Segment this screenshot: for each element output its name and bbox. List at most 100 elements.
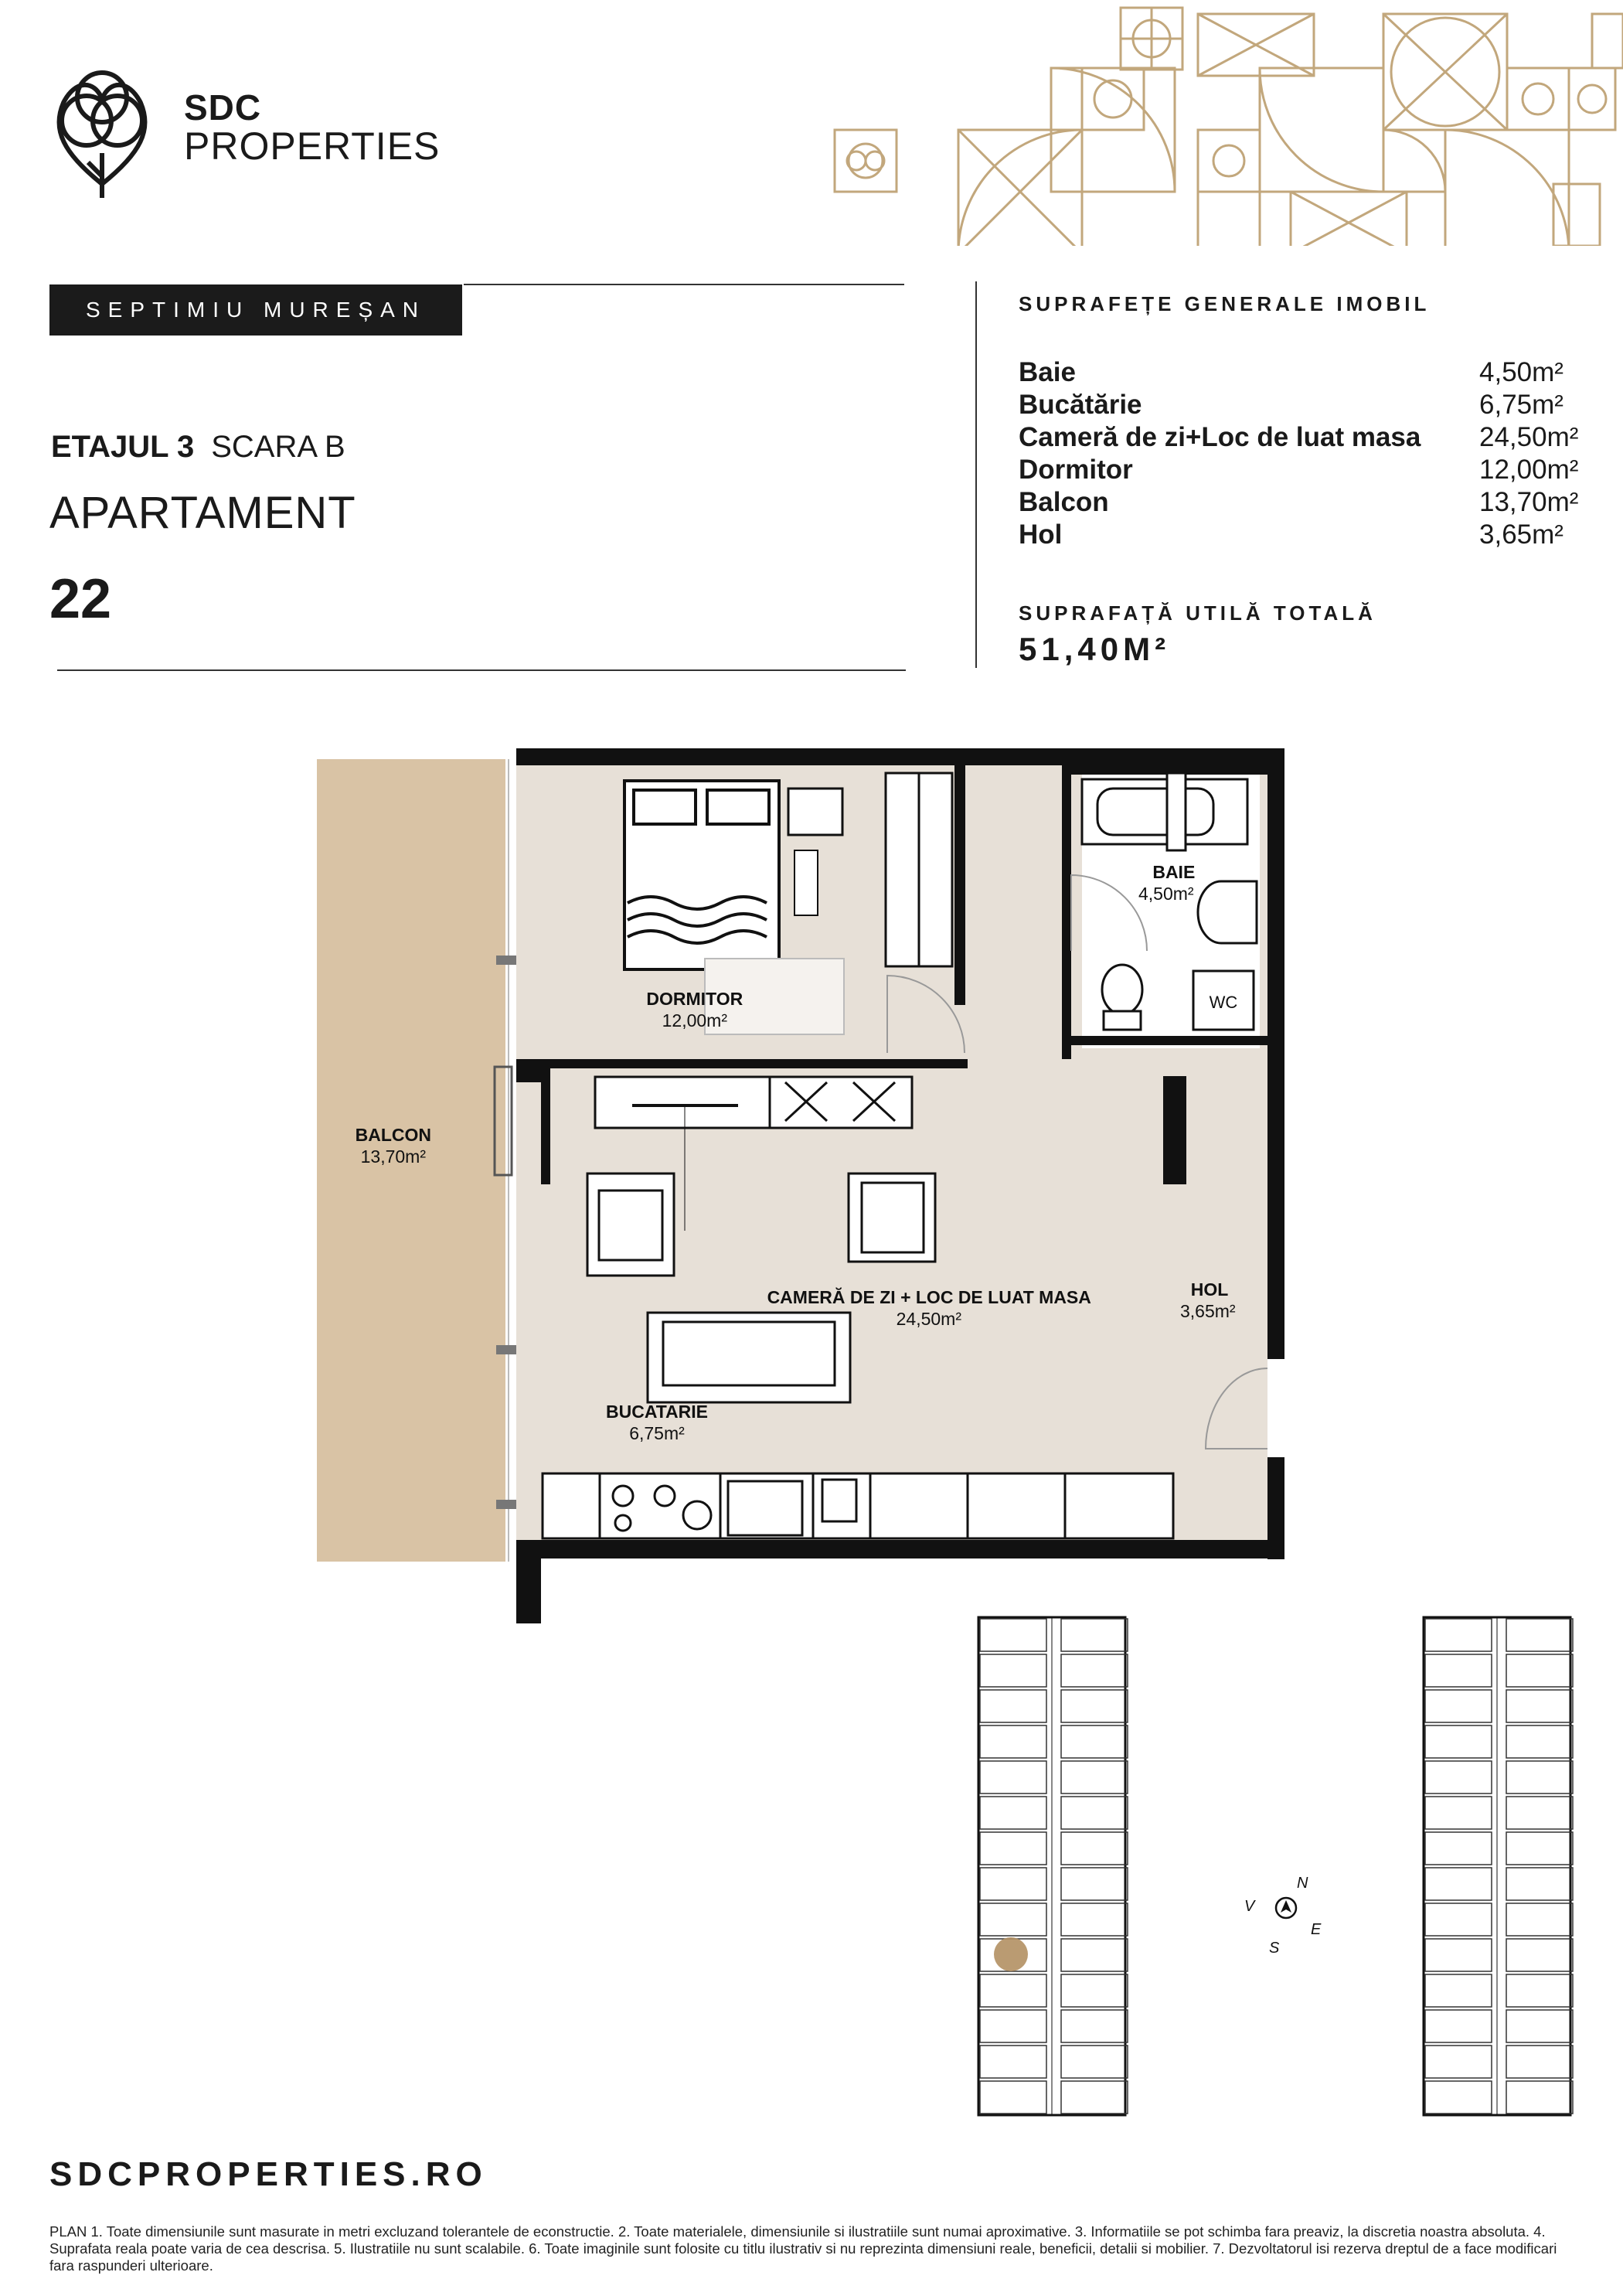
key-plan: N V E S bbox=[977, 1616, 1574, 2117]
key-plan-unit bbox=[979, 1867, 1047, 1901]
area-value: 13,70m² bbox=[1479, 487, 1579, 517]
key-plan-unit bbox=[1506, 1974, 1574, 2008]
key-plan-unit bbox=[979, 1903, 1047, 1937]
washing-machine-icon: WC bbox=[1192, 969, 1255, 1031]
brand-name-line1: SDC bbox=[184, 87, 262, 128]
key-plan-unit bbox=[979, 1618, 1047, 1652]
compass-s: S bbox=[1269, 1940, 1280, 1957]
key-plan-unit bbox=[1506, 2009, 1574, 2043]
key-plan-unit bbox=[1424, 2045, 1492, 2079]
key-plan-unit bbox=[979, 1725, 1047, 1759]
room-name-living: CAMERĂ DE ZI + LOC DE LUAT MASA bbox=[767, 1286, 1091, 1307]
key-plan-unit bbox=[1060, 1689, 1128, 1723]
key-plan-unit bbox=[1424, 1725, 1492, 1759]
key-plan-unit bbox=[1060, 1974, 1128, 2008]
key-plan-unit bbox=[1060, 1796, 1128, 1830]
key-plan-unit bbox=[1060, 1831, 1128, 1865]
key-plan-unit bbox=[979, 2009, 1047, 2043]
key-plan-unit bbox=[1424, 1689, 1492, 1723]
svg-text:13,70m² 12,00m² 4,50m²: 13,70m² 12,00m² 4,50m² 24,50m² 3,65m² 6,… bbox=[361, 884, 1240, 1443]
key-plan-unit bbox=[1424, 1618, 1492, 1652]
floor-label: ETAJUL 3 bbox=[51, 430, 195, 464]
total-area-value: 51,40M² bbox=[1019, 631, 1171, 667]
room-name-hol: HOL bbox=[1191, 1279, 1229, 1300]
compass-n: N bbox=[1297, 1875, 1308, 1892]
key-plan-unit bbox=[1506, 1867, 1574, 1901]
room-name-dormitor: DORMITOR bbox=[646, 989, 743, 1009]
area-value: 24,50m² bbox=[1479, 422, 1579, 452]
bathtub-icon bbox=[1080, 772, 1249, 852]
stair-label: SCARA B bbox=[211, 430, 345, 464]
floor-stair-info: ETAJUL 3 SCARA B bbox=[51, 430, 345, 465]
project-name-tag: SEPTIMIU MUREȘAN bbox=[49, 284, 462, 336]
toilet-icon bbox=[1101, 963, 1144, 1031]
key-plan-unit bbox=[1424, 2009, 1492, 2043]
room-name-baie: BAIE bbox=[1152, 862, 1195, 882]
key-plan-unit bbox=[1424, 1903, 1492, 1937]
wardrobe-icon bbox=[884, 772, 954, 968]
key-plan-unit bbox=[979, 1974, 1047, 2008]
compass-e: E bbox=[1311, 1921, 1322, 1938]
key-plan-unit bbox=[1506, 1689, 1574, 1723]
brand-name-line2: PROPERTIES bbox=[184, 124, 441, 168]
room-area-living: 24,50m² bbox=[897, 1309, 962, 1329]
key-plan-unit bbox=[1060, 2080, 1128, 2114]
bottom-divider bbox=[57, 669, 906, 671]
key-plan-unit bbox=[1060, 1903, 1128, 1937]
area-value: 12,00m² bbox=[1479, 455, 1579, 485]
area-row: Balcon 13,70m² bbox=[1019, 487, 1587, 518]
key-plan-unit bbox=[1424, 1831, 1492, 1865]
key-plan-unit bbox=[1424, 1654, 1492, 1688]
key-plan-unit bbox=[1506, 2045, 1574, 2079]
bed-icon bbox=[623, 779, 781, 971]
key-plan-unit bbox=[1506, 1760, 1574, 1794]
website-link[interactable]: SDCPROPERTIES.RO bbox=[49, 2155, 488, 2193]
key-plan-unit bbox=[979, 1689, 1047, 1723]
total-area-title: SUPRAFAȚĂ UTILĂ TOTALĂ bbox=[1019, 601, 1376, 625]
key-plan-unit bbox=[979, 1831, 1047, 1865]
area-value: 4,50m² bbox=[1479, 357, 1563, 387]
area-name: Bucătărie bbox=[1019, 390, 1142, 420]
compass-v: V bbox=[1244, 1898, 1256, 1915]
sofa-icon bbox=[646, 1311, 852, 1404]
floor-plan: WC BALCON DORM bbox=[317, 748, 1284, 1623]
key-plan-unit bbox=[1424, 2080, 1492, 2114]
svg-text:BALCON DORMITOR BAIE: BALCON DORMITOR BAIE CAMERĂ DE ZI + LOC … bbox=[356, 862, 1233, 1422]
key-plan-unit bbox=[1424, 1760, 1492, 1794]
apartment-location-marker bbox=[994, 1937, 1028, 1971]
key-plan-unit bbox=[1424, 1796, 1492, 1830]
decorative-pattern-icon bbox=[833, 6, 1623, 246]
compass-icon: N V E S bbox=[1244, 1875, 1322, 1957]
key-plan-unit bbox=[979, 1654, 1047, 1688]
appliance-label: WC bbox=[1210, 993, 1238, 1012]
key-plan-unit bbox=[1424, 1938, 1492, 1972]
armchair-icon bbox=[586, 1172, 937, 1277]
key-plan-unit bbox=[1506, 2080, 1574, 2114]
room-area-dormitor: 12,00m² bbox=[662, 1010, 728, 1030]
area-name: Balcon bbox=[1019, 487, 1109, 517]
key-plan-unit bbox=[1506, 1654, 1574, 1688]
area-value: 3,65m² bbox=[1479, 519, 1563, 550]
key-plan-unit bbox=[1060, 1867, 1128, 1901]
key-plan-unit bbox=[1506, 1831, 1574, 1865]
key-plan-unit bbox=[1506, 1618, 1574, 1652]
room-name-bucatarie: BUCATARIE bbox=[606, 1402, 708, 1422]
tv-unit-icon bbox=[594, 1075, 914, 1231]
balcony-area bbox=[317, 759, 505, 1562]
key-plan-unit bbox=[1060, 1618, 1128, 1652]
key-plan-unit bbox=[1060, 2045, 1128, 2079]
key-plan-unit bbox=[1506, 1938, 1574, 1972]
sink-icon bbox=[1196, 880, 1258, 945]
apartment-type-label: APARTAMENT bbox=[49, 488, 356, 538]
area-name: Baie bbox=[1019, 357, 1076, 387]
area-name: Dormitor bbox=[1019, 455, 1133, 485]
key-plan-unit bbox=[1060, 1654, 1128, 1688]
hob-icon bbox=[611, 1484, 713, 1532]
key-plan-unit bbox=[1060, 2009, 1128, 2043]
area-row: Baie 4,50m² bbox=[1019, 357, 1587, 388]
key-plan-unit bbox=[1424, 1867, 1492, 1901]
area-row: Dormitor 12,00m² bbox=[1019, 455, 1587, 485]
vertical-divider bbox=[975, 281, 977, 668]
key-plan-unit bbox=[979, 2045, 1047, 2079]
key-plan-unit bbox=[979, 1760, 1047, 1794]
